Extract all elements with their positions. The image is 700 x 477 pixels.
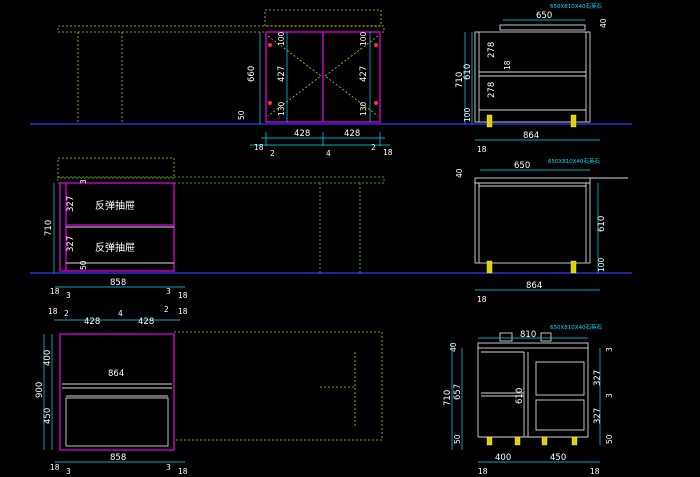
dim: 18 bbox=[383, 148, 393, 157]
dim: 18 bbox=[50, 463, 60, 472]
dim: 900 bbox=[35, 382, 45, 398]
dim: 864 bbox=[523, 131, 539, 141]
dim: 858 bbox=[110, 278, 126, 288]
dim: 2 bbox=[164, 305, 169, 314]
front-elevation-top: 428 428 18 2 4 2 18 660 50 100 427 130 1… bbox=[237, 31, 393, 158]
dim: 50 bbox=[237, 110, 246, 120]
dim: 18 bbox=[503, 60, 512, 70]
dim: 450 bbox=[43, 408, 53, 424]
dim: 3 bbox=[166, 287, 171, 296]
plan-bottom: 18 2 428 4 428 2 18 400 900 450 864 858 … bbox=[35, 305, 383, 476]
dim: 100 bbox=[597, 257, 606, 272]
dim: 40 bbox=[449, 342, 458, 352]
dim: 100 bbox=[277, 31, 286, 46]
dim: 40 bbox=[455, 168, 464, 178]
dim: 657 bbox=[453, 384, 463, 400]
dim: 450 bbox=[550, 453, 566, 463]
dim: 2 bbox=[371, 143, 376, 152]
dim: 18 bbox=[590, 467, 600, 476]
front-elevation-bottom: 810 650X810X40石英石 40 710 657 610 50 3 32… bbox=[443, 323, 614, 476]
dim: 400 bbox=[495, 453, 511, 463]
dim: 18 bbox=[178, 291, 188, 300]
dim: 3 bbox=[166, 463, 171, 472]
dim: 864 bbox=[526, 281, 542, 291]
drawer-label: 反弹抽屉 bbox=[95, 199, 135, 212]
dim: 40 bbox=[599, 18, 608, 28]
dim: 3 bbox=[79, 179, 88, 184]
dim: 4 bbox=[118, 309, 123, 318]
dim: 660 bbox=[247, 66, 257, 82]
dim: 428 bbox=[294, 129, 310, 139]
side-view-mid: 650 650X810X40石英石 40 610 100 864 18 bbox=[455, 157, 628, 304]
dim: 650 bbox=[536, 11, 552, 21]
dim: 327 bbox=[66, 236, 76, 252]
dim: 278 bbox=[487, 42, 497, 58]
dim: 428 bbox=[344, 129, 360, 139]
dim: 400 bbox=[43, 350, 53, 366]
material-note: 650X810X40石英石 bbox=[550, 323, 603, 331]
dim: 100 bbox=[463, 107, 472, 122]
dim: 327 bbox=[593, 408, 603, 424]
dim: 810 bbox=[520, 330, 536, 340]
dim: 610 bbox=[463, 64, 473, 80]
material-note: 650X810X40石英石 bbox=[550, 2, 603, 10]
dim: 3 bbox=[605, 347, 614, 352]
side-view-top: 650 650X810X40石英石 40 710 610 100 278 18 … bbox=[455, 2, 608, 154]
dim: 2 bbox=[64, 309, 69, 318]
drawer-label: 反弹抽屉 bbox=[95, 241, 135, 254]
dim: 610 bbox=[597, 216, 607, 232]
dim: 428 bbox=[84, 317, 100, 327]
dim: 428 bbox=[138, 317, 154, 327]
dim: 18 bbox=[477, 145, 487, 154]
dim: 100 bbox=[359, 31, 368, 46]
top-left-elevation bbox=[57, 9, 385, 124]
dim: 4 bbox=[326, 149, 331, 158]
dim: 710 bbox=[44, 220, 54, 236]
dim: 130 bbox=[359, 101, 368, 116]
dim: 50 bbox=[453, 434, 462, 444]
dim: 130 bbox=[277, 101, 286, 116]
dim: 50 bbox=[79, 260, 88, 270]
dim: 327 bbox=[66, 196, 76, 212]
material-note: 650X810X40石英石 bbox=[548, 157, 601, 165]
dim: 650 bbox=[514, 161, 530, 171]
dim: 427 bbox=[277, 66, 287, 82]
dim: 18 bbox=[50, 287, 60, 296]
dim: 610 bbox=[515, 388, 525, 404]
dim: 278 bbox=[487, 82, 497, 98]
dim: 427 bbox=[359, 66, 369, 82]
dim: 18 bbox=[477, 295, 487, 304]
dim: 710 bbox=[455, 72, 465, 88]
dim: 18 bbox=[48, 307, 58, 316]
dim: 327 bbox=[593, 370, 603, 386]
dim: 3 bbox=[66, 291, 71, 300]
dim: 858 bbox=[110, 453, 126, 463]
dim: 3 bbox=[605, 393, 614, 398]
dim: 2 bbox=[270, 149, 275, 158]
dim: 864 bbox=[108, 369, 124, 379]
dim: 50 bbox=[605, 434, 614, 444]
dim: 18 bbox=[178, 307, 188, 316]
dim: 18 bbox=[254, 143, 264, 152]
dim: 3 bbox=[66, 467, 71, 476]
dim: 18 bbox=[178, 467, 188, 476]
dim: 18 bbox=[478, 467, 488, 476]
front-elevation-mid: 反弹抽屉 反弹抽屉 710 3 327 327 50 858 18 3 3 18 bbox=[44, 157, 385, 300]
dim: 710 bbox=[443, 390, 453, 406]
